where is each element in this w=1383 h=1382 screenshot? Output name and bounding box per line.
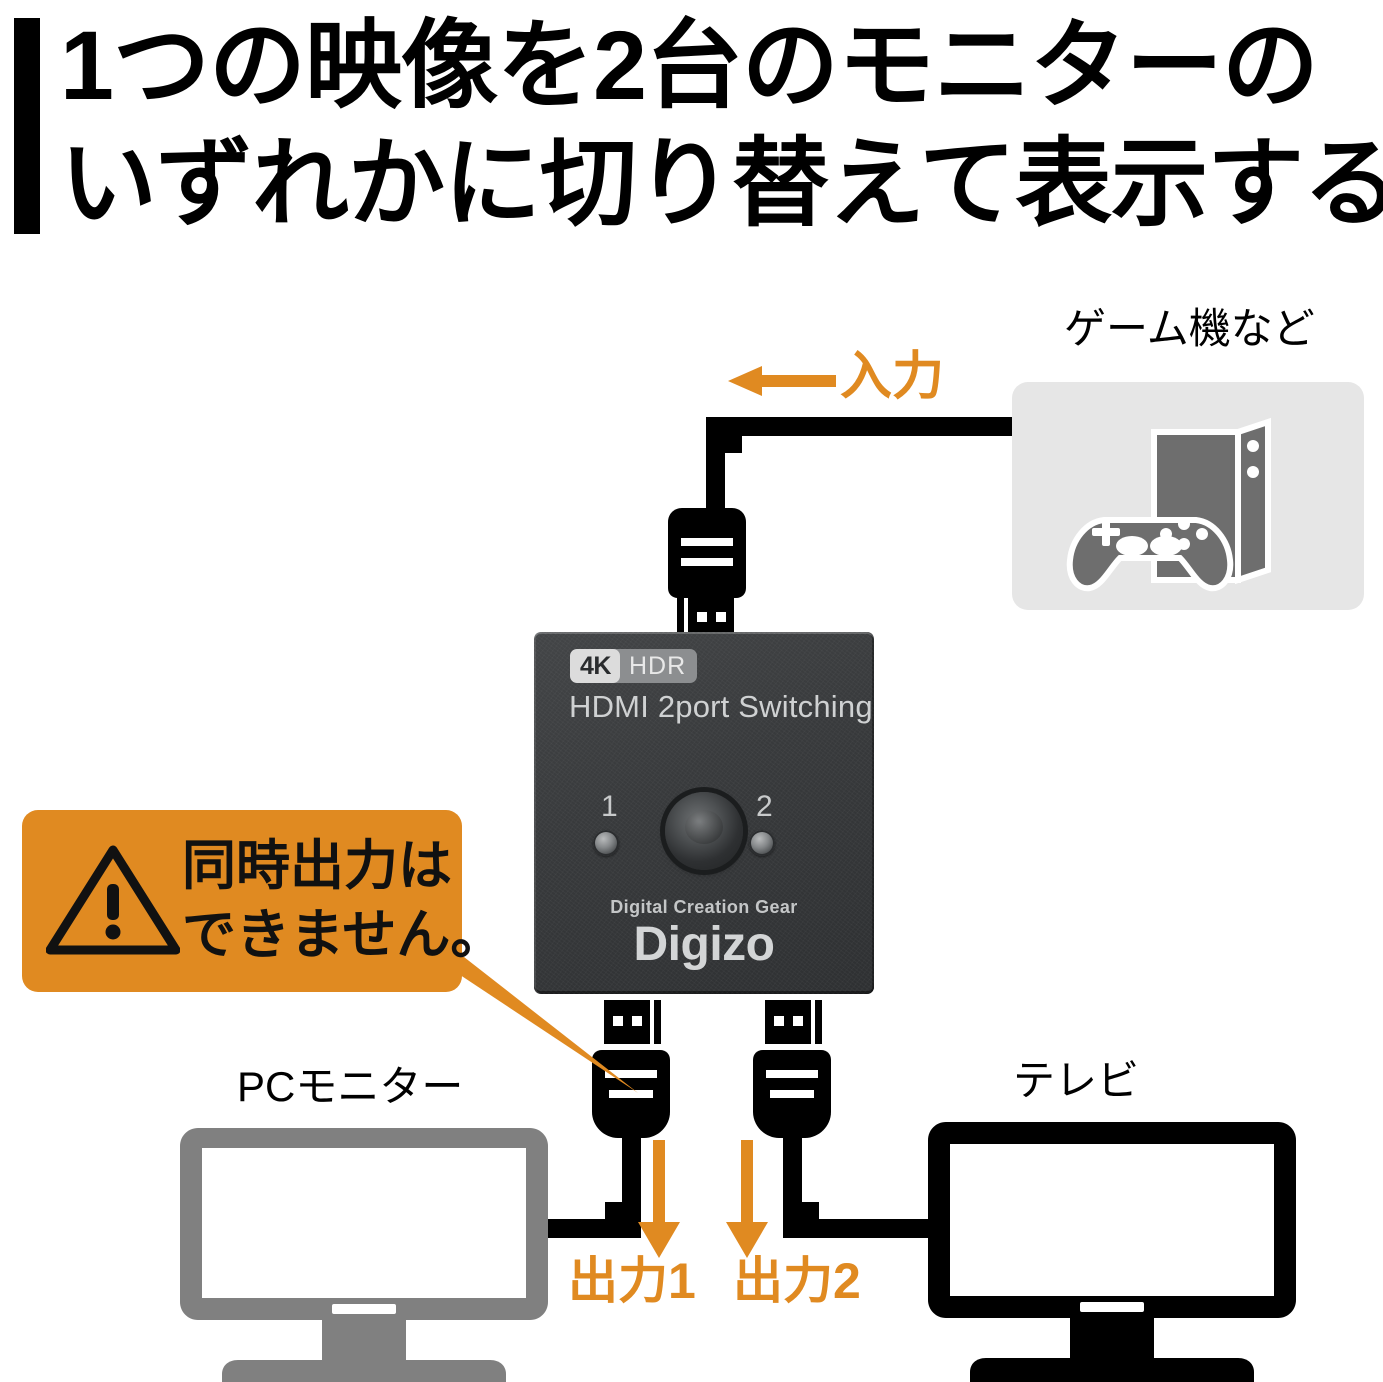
badge-hdr-label: HDR <box>628 652 687 680</box>
brand-tagline: Digital Creation Gear <box>610 897 798 917</box>
page-title-line-1: 1つの映像を2台のモニターの <box>60 11 1319 120</box>
port-number-2: 2 <box>756 790 773 823</box>
warning-callout-text: 同時出力は できません。 <box>182 832 505 970</box>
warning-line-1: 同時出力は <box>182 836 452 896</box>
title-accent-bar <box>14 18 40 234</box>
arrow-left-icon <box>728 366 836 396</box>
input-label: 入力 <box>840 348 945 406</box>
hdmi-switch-device: 4K HDR HDMI 2port Switching BOX 1 2 Digi… <box>534 632 874 994</box>
output-2-label: 出力2 <box>733 1253 861 1309</box>
led-indicator-2-icon <box>749 830 775 856</box>
device-model-title: HDMI 2port Switching BOX <box>569 689 874 724</box>
game-console-icon <box>1066 417 1271 592</box>
output1-cable-elbow <box>605 1202 641 1238</box>
source-device-label: ゲーム機など <box>1064 305 1315 352</box>
input-cable-elbow <box>706 417 742 453</box>
brand-name: Digizo <box>633 918 775 971</box>
arrow-down-icon <box>726 1140 768 1258</box>
output2-cable-horizontal <box>783 1219 963 1238</box>
led-indicator-1-icon <box>593 830 619 856</box>
source-device-panel <box>1012 382 1364 610</box>
page-title: 1つの映像を2台のモニターの いずれかに切り替えて表示する <box>0 4 1383 254</box>
monitor-icon <box>180 1128 548 1382</box>
warning-line-2: できません。 <box>182 905 505 965</box>
hdmi-plug-icon <box>592 1000 670 1138</box>
television-label: テレビ <box>1013 1057 1140 1104</box>
warning-triangle-icon <box>46 845 180 955</box>
television-icon <box>928 1122 1296 1382</box>
output2-cable-elbow <box>783 1202 819 1238</box>
hdmi-plug-icon <box>668 508 746 640</box>
port-number-1: 1 <box>601 790 618 823</box>
pc-monitor-label: PCモニター <box>237 1063 464 1110</box>
page-title-line-2: いずれかに切り替えて表示する <box>60 129 1383 238</box>
hdmi-plug-icon <box>753 1000 831 1138</box>
input-annotation: 入力 <box>728 348 958 408</box>
warning-callout: 同時出力は できません。 <box>22 810 505 992</box>
resolution-badge: 4K HDR <box>570 649 698 683</box>
arrow-down-icon <box>638 1140 680 1258</box>
input-cable-horizontal <box>706 417 1018 436</box>
output-1-label: 出力1 <box>568 1253 696 1309</box>
badge-4k-label: 4K <box>570 649 620 683</box>
switch-button[interactable] <box>665 792 743 870</box>
